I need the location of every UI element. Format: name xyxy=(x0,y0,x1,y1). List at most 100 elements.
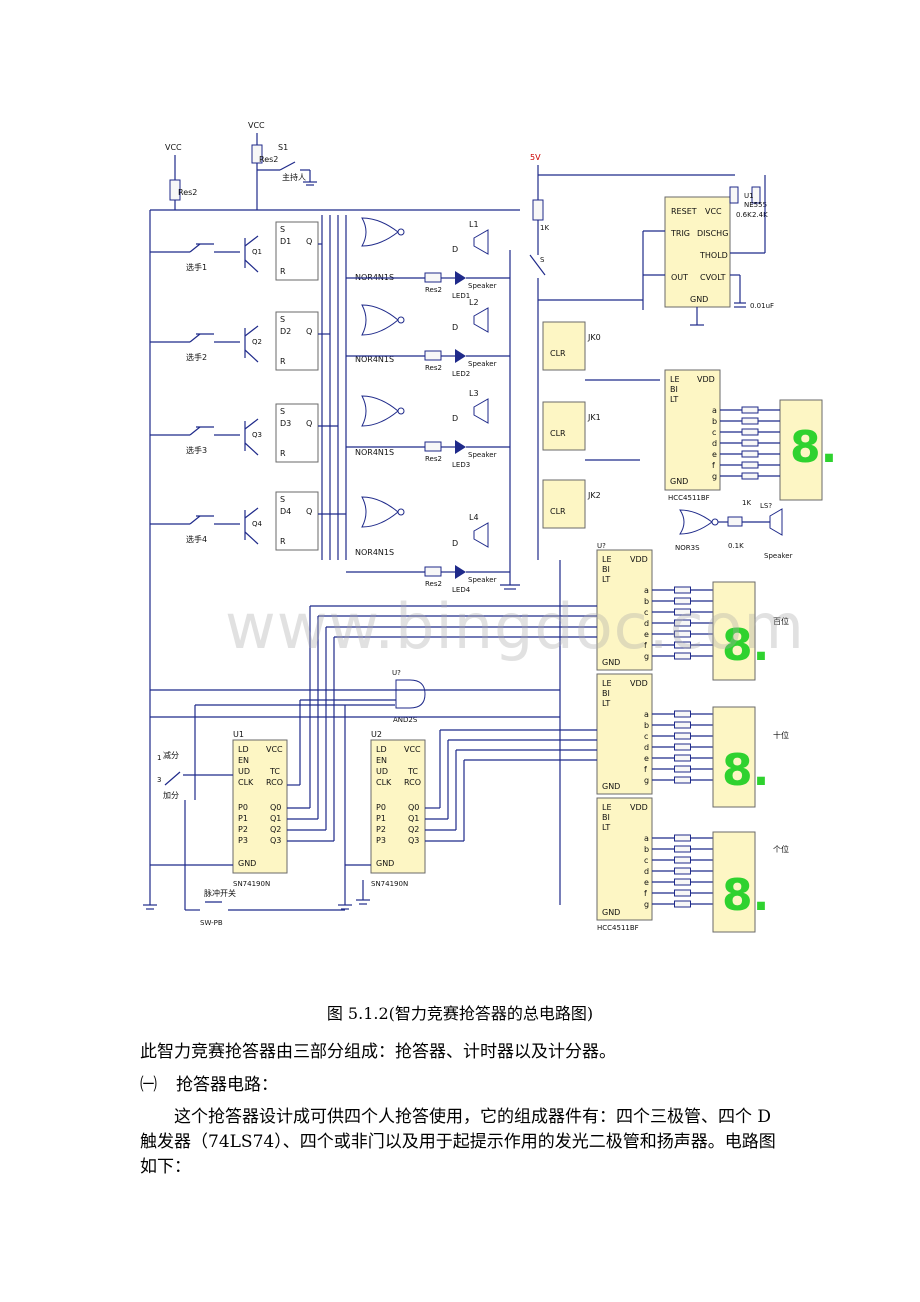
svg-text:LD: LD xyxy=(376,745,387,754)
segment-letter: b xyxy=(712,417,717,426)
svg-text:8.: 8. xyxy=(722,745,769,796)
segment-letter: g xyxy=(712,472,717,481)
svg-text:RCO: RCO xyxy=(266,778,283,787)
segment-resistor xyxy=(674,856,691,864)
segment-resistor xyxy=(674,641,691,649)
svg-text:0.6K: 0.6K xyxy=(736,211,752,219)
intro-paragraph: 此智力竞赛抢答器由三部分组成：抢答器、计时器以及计分器。 xyxy=(140,1042,616,1062)
svg-text:BI: BI xyxy=(602,565,610,574)
segment-resistor xyxy=(674,743,691,751)
segment-letter: d xyxy=(644,867,649,876)
svg-text:DISCHG: DISCHG xyxy=(697,229,728,238)
svg-text:GND: GND xyxy=(602,658,620,667)
svg-text:LD: LD xyxy=(238,745,249,754)
counter-u1: U1 LD EN UD CLK VCC TC RCO P0 P1 P2 P3 Q… xyxy=(232,730,288,888)
svg-text:LT: LT xyxy=(670,395,678,404)
svg-text:Q4: Q4 xyxy=(252,520,263,528)
svg-text:L4: L4 xyxy=(469,513,479,522)
svg-text:SW-PB: SW-PB xyxy=(200,919,223,927)
led-speaker-4: Res2 D LED4 L4 Speaker xyxy=(346,513,510,594)
segment-letter: e xyxy=(712,450,717,459)
section-number: ㈠ xyxy=(140,1075,157,1095)
led-speaker-1: Res2 D LED1 L1 Speaker xyxy=(346,220,510,300)
vcc-label-top: VCC xyxy=(248,121,265,130)
segment-letter: e xyxy=(644,754,649,763)
svg-text:L1: L1 xyxy=(469,220,479,229)
svg-text:NOR3S: NOR3S xyxy=(675,544,700,552)
segment-resistor xyxy=(674,889,691,897)
svg-text:GND: GND xyxy=(690,295,708,304)
svg-text:Speaker: Speaker xyxy=(468,282,497,290)
svg-text:Q3: Q3 xyxy=(252,431,262,439)
segment-resistor xyxy=(674,710,691,718)
section-title: 抢答器电路： xyxy=(176,1075,278,1095)
segment-resistor xyxy=(674,754,691,762)
figure-caption: 图 5.1.2(智力竞赛抢答器的总电路图) xyxy=(326,1004,594,1023)
host-label: 主持人 xyxy=(282,172,306,182)
svg-text:Speaker: Speaker xyxy=(468,451,497,459)
svg-text:THOLD: THOLD xyxy=(699,251,728,260)
pulse-switch: 脉冲开关 SW-PB xyxy=(184,800,345,927)
res2-label-top: Res2 xyxy=(259,155,278,164)
channel-4: 选手4 Q4 S D4 Q R xyxy=(150,491,319,551)
svg-text:Speaker: Speaker xyxy=(468,576,497,584)
nor3s-gate: NOR3S 0.1K LS? Speaker xyxy=(675,502,793,560)
svg-text:CLR: CLR xyxy=(550,349,566,358)
svg-text:EN: EN xyxy=(238,756,249,765)
svg-text:GND: GND xyxy=(670,477,688,486)
segment-resistor xyxy=(741,461,759,469)
svg-text:P0: P0 xyxy=(238,803,248,812)
svg-text:Q1: Q1 xyxy=(408,814,419,823)
jk-flipflop-1: CLR JK1 xyxy=(542,401,601,451)
svg-text:LE: LE xyxy=(602,803,612,812)
score-display-ones: 8. 个位 xyxy=(712,831,789,933)
svg-text:Q0: Q0 xyxy=(270,803,281,812)
segment-letter: d xyxy=(644,619,649,628)
counter-u2: U2 LD EN UD CLK VCC TC RCO P0 P1 P2 P3 Q… xyxy=(370,730,426,888)
svg-text:D: D xyxy=(452,539,458,548)
svg-text:Q3: Q3 xyxy=(270,836,281,845)
nor-gate-4: NOR4N1S xyxy=(355,496,405,557)
svg-text:EN: EN xyxy=(376,756,387,765)
svg-text:LT: LT xyxy=(602,575,610,584)
segment-letter: b xyxy=(644,721,649,730)
svg-text:UD: UD xyxy=(238,767,250,776)
five-v-label: 5V xyxy=(530,153,541,162)
svg-text:U?: U? xyxy=(392,669,401,677)
svg-text:Q: Q xyxy=(306,419,312,428)
channel-2: 选手2 Q2 S D2 Q R xyxy=(150,311,319,371)
segment-letter: c xyxy=(644,856,648,865)
segment-letter: a xyxy=(644,834,649,843)
svg-text:NOR4N1S: NOR4N1S xyxy=(355,355,394,364)
svg-text:CLR: CLR xyxy=(550,507,566,516)
svg-text:VDD: VDD xyxy=(630,803,648,812)
svg-text:P3: P3 xyxy=(376,836,386,845)
score-decoder-tens: LE BI LT VDD GND xyxy=(596,673,653,795)
svg-text:LED2: LED2 xyxy=(452,370,470,378)
svg-text:GND: GND xyxy=(602,908,620,917)
svg-text:P0: P0 xyxy=(376,803,386,812)
svg-text:TC: TC xyxy=(269,767,280,776)
svg-text:VCC: VCC xyxy=(266,745,283,754)
segment-letter: f xyxy=(644,641,647,650)
segment-letter: e xyxy=(644,630,649,639)
svg-text:NOR4N1S: NOR4N1S xyxy=(355,448,394,457)
svg-text:8.: 8. xyxy=(790,422,837,473)
svg-text:S: S xyxy=(280,225,285,234)
svg-text:BI: BI xyxy=(602,813,610,822)
segment-letter: g xyxy=(644,900,649,909)
svg-text:CLK: CLK xyxy=(238,778,254,787)
svg-text:Q2: Q2 xyxy=(252,338,262,346)
nor-gate-1: NOR4N1S xyxy=(355,217,405,282)
segment-resistor xyxy=(674,776,691,784)
segment-resistor xyxy=(741,428,759,436)
svg-text:Q: Q xyxy=(306,507,312,516)
score-decoder-hundreds: LE BI LT VDD GND U? xyxy=(596,542,653,671)
segment-resistor xyxy=(741,406,759,414)
svg-text:U1: U1 xyxy=(744,192,754,200)
svg-text:GND: GND xyxy=(376,859,394,868)
led-speaker-2: Res2 D LED2 L2 Speaker xyxy=(346,298,510,378)
svg-text:Q2: Q2 xyxy=(408,825,419,834)
segment-letter: f xyxy=(644,889,647,898)
segment-letter: a xyxy=(644,586,649,595)
